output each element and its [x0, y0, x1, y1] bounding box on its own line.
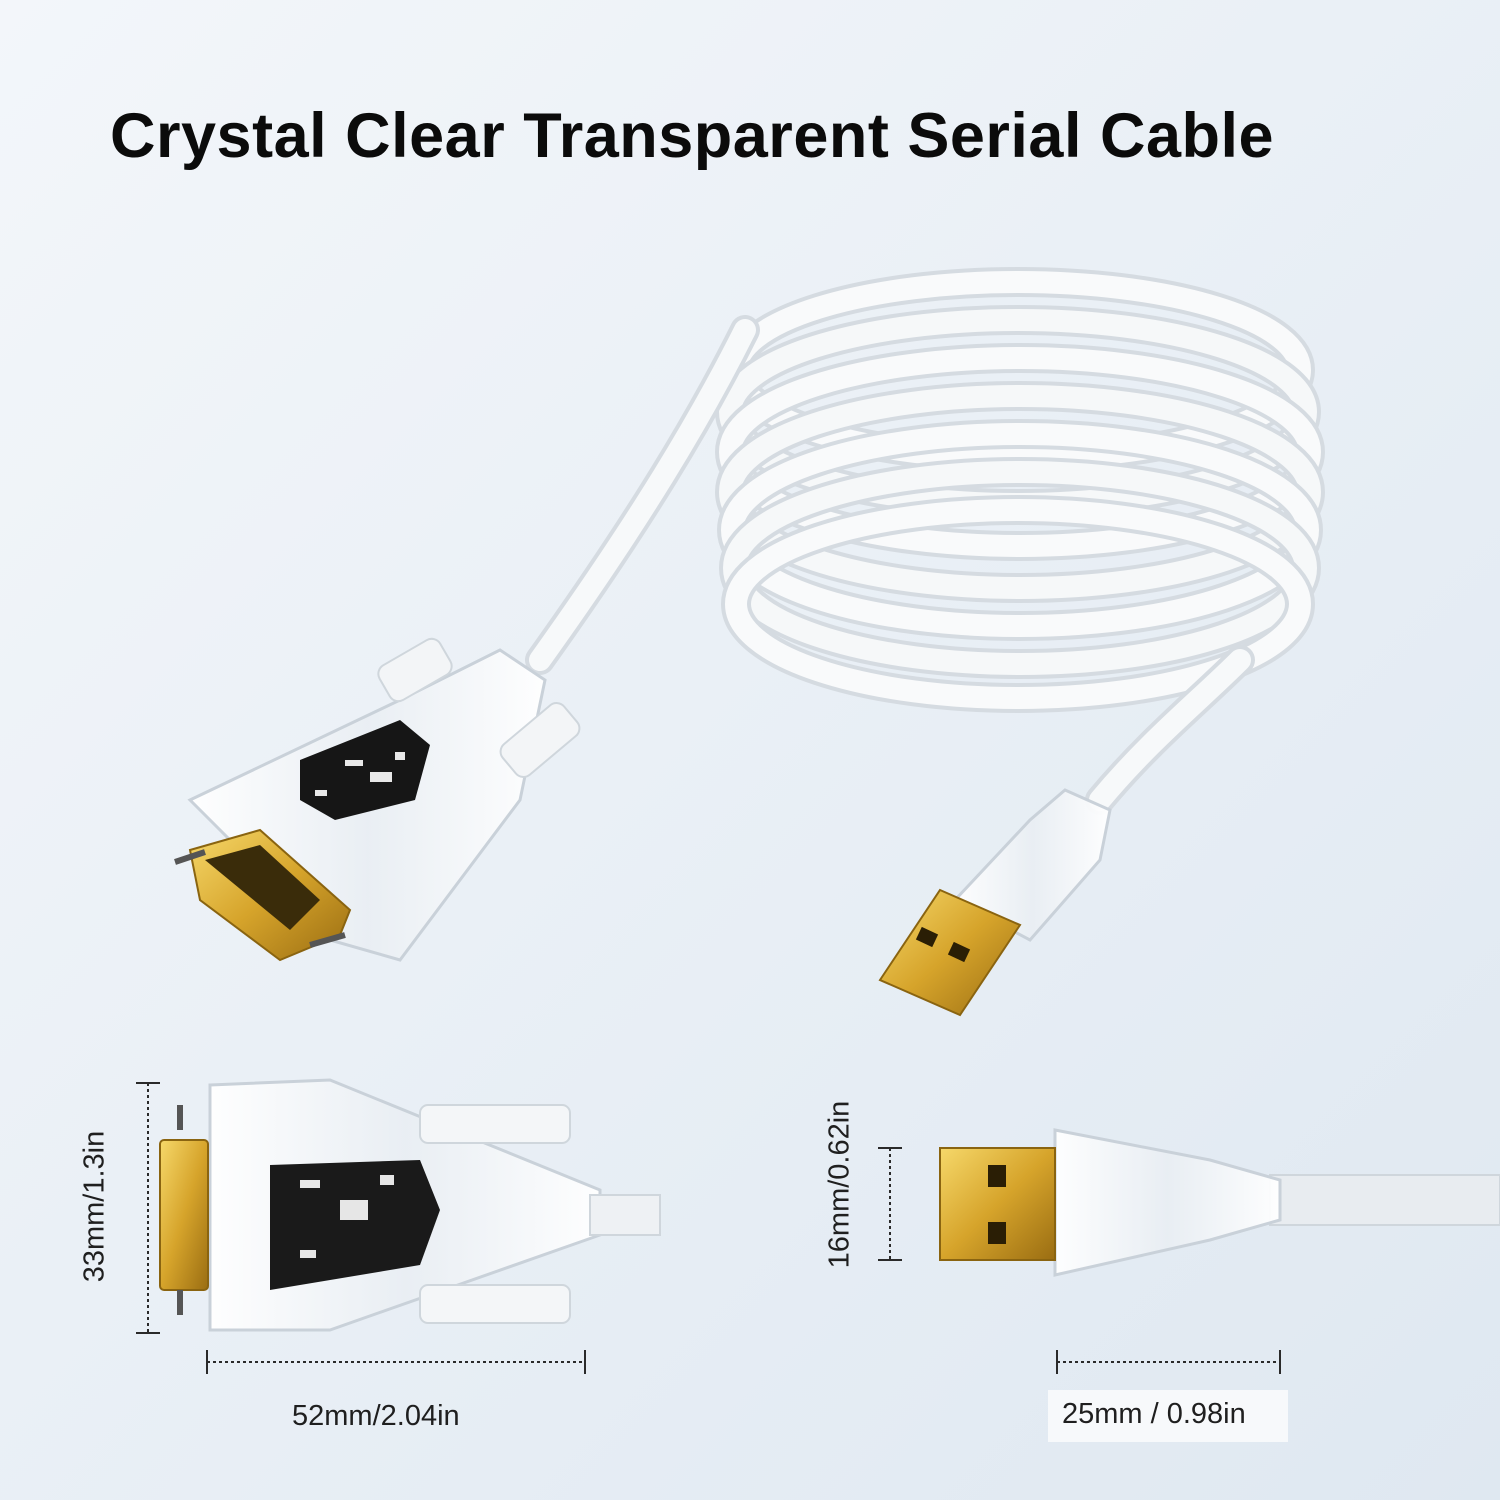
- db9-detail-view: [159, 1078, 661, 1332]
- usb-width-label-backdrop: [1048, 1390, 1288, 1442]
- dimension-lines: [136, 1082, 1281, 1374]
- usb-width-label: 25mm / 0.98in: [1062, 1398, 1246, 1430]
- usb-detail-view: [939, 1128, 1500, 1277]
- db9-width-label: 52mm/2.04in: [292, 1400, 460, 1432]
- product-title: Crystal Clear Transparent Serial Cable: [110, 101, 1275, 171]
- usb-connector-photo: [878, 788, 1112, 1017]
- db9-height-label: 33mm/1.3in: [78, 1130, 111, 1283]
- db9-connector-photo: [174, 637, 581, 962]
- coiled-cable: [525, 267, 1325, 815]
- usb-height-label: 16mm/0.62in: [823, 1100, 856, 1269]
